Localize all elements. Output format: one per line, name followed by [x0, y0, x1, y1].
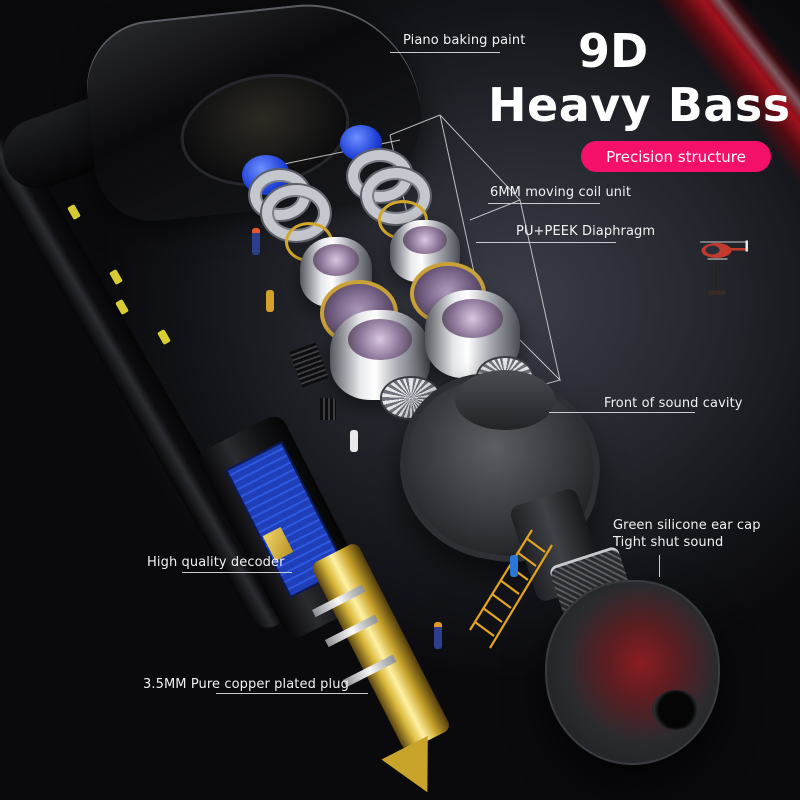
callout-leader	[659, 555, 660, 577]
sound-cavity-top	[455, 370, 555, 430]
helicopter-illustration	[700, 240, 748, 295]
callout-ear-cap: Green silicone ear cap	[613, 518, 761, 533]
silicone-eartip	[545, 580, 720, 765]
callout-decoder: High quality decoder	[147, 555, 285, 570]
pin-header	[320, 398, 336, 420]
callout-underline	[549, 412, 695, 413]
worker-figure	[350, 430, 358, 452]
callout-underline	[488, 203, 600, 204]
headline-9d: 9D	[578, 24, 649, 78]
callout-tight-sound: Tight shut sound	[613, 535, 724, 550]
precision-structure-badge: Precision structure	[581, 141, 771, 172]
worker-figure-ladder	[510, 555, 518, 577]
worker-figure	[266, 290, 274, 312]
callout-piano-paint: Piano baking paint	[403, 33, 526, 48]
callout-sound-cavity: Front of sound cavity	[604, 396, 743, 411]
headline-heavy-bass: Heavy Bass	[488, 78, 791, 132]
callout-underline	[216, 693, 368, 694]
worker-figure	[434, 622, 442, 649]
callout-plug: 3.5MM Pure copper plated plug	[143, 677, 349, 692]
callout-underline	[182, 572, 292, 573]
eartip-opening	[652, 690, 700, 730]
worker-figure	[252, 228, 260, 255]
callout-diaphragm: PU+PEEK Diaphragm	[516, 224, 656, 239]
callout-underline	[476, 242, 616, 243]
callout-underline	[390, 52, 500, 53]
callout-coil-unit: 6MM moving coil unit	[490, 185, 632, 200]
